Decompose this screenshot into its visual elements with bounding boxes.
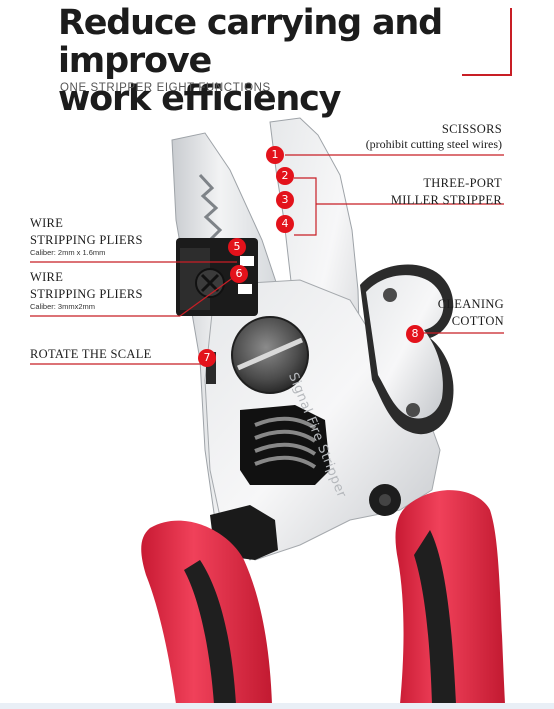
label-wire-stripping-pliers-1: WIRE STRIPPING PLIERS Caliber: 2mm x 1.6…	[30, 216, 143, 257]
marker-7: 7	[198, 349, 216, 367]
subheadline: ONE STRIPPER EIGHT FUNCTIONS	[60, 82, 271, 94]
label-wsp2-caliber: Caliber: 3mmx2mm	[30, 302, 96, 311]
label-rotate-scale: ROTATE THE SCALE	[30, 347, 152, 361]
label-wsp2-line2: STRIPPING PLIERS	[30, 287, 143, 301]
headline-line-1: Reduce carrying and improve	[58, 3, 443, 81]
label-miller-line2: MILLER STRIPPER	[390, 193, 502, 207]
label-wsp1-line2: STRIPPING PLIERS	[30, 233, 143, 247]
label-miller-stripper: THREE-PORT MILLER STRIPPER	[391, 176, 502, 208]
label-wsp2-line1: WIRE	[30, 270, 64, 284]
scale-lever	[206, 352, 216, 384]
marker-4: 4	[276, 215, 294, 233]
accent-line-vertical	[510, 8, 512, 76]
label-wsp1-caliber: Caliber: 2mm x 1.6mm	[30, 248, 106, 257]
label-scissors-title: SCISSORS	[441, 122, 502, 136]
marker-3: 3	[276, 191, 294, 209]
label-wire-stripping-pliers-2: WIRE STRIPPING PLIERS Caliber: 3mmx2mm	[30, 270, 143, 311]
marker-1: 1	[266, 146, 284, 164]
accent-line-horizontal	[462, 74, 512, 76]
headline-line-2: work efficiency	[58, 79, 341, 119]
wire-stripper-illustration	[141, 117, 505, 704]
label-scissors-note: (prohibit cutting steel wires)	[365, 137, 502, 151]
label-scissors: SCISSORS (prohibit cutting steel wires)	[366, 122, 502, 152]
bottom-strip	[0, 703, 554, 709]
label-wsp1-line1: WIRE	[30, 216, 64, 230]
label-cleaning-line2: COTTON	[451, 314, 504, 328]
label-cleaning-cotton: CLEANING COTTON	[438, 297, 504, 329]
headline: Reduce carrying and improve work efficie…	[58, 4, 554, 118]
label-cleaning-line1: CLEANING	[437, 297, 504, 311]
marker-2: 2	[276, 167, 294, 185]
marker-6: 6	[230, 265, 248, 283]
label-miller-line1: THREE-PORT	[423, 176, 502, 190]
marker-8: 8	[406, 325, 424, 343]
marker-5: 5	[228, 238, 246, 256]
